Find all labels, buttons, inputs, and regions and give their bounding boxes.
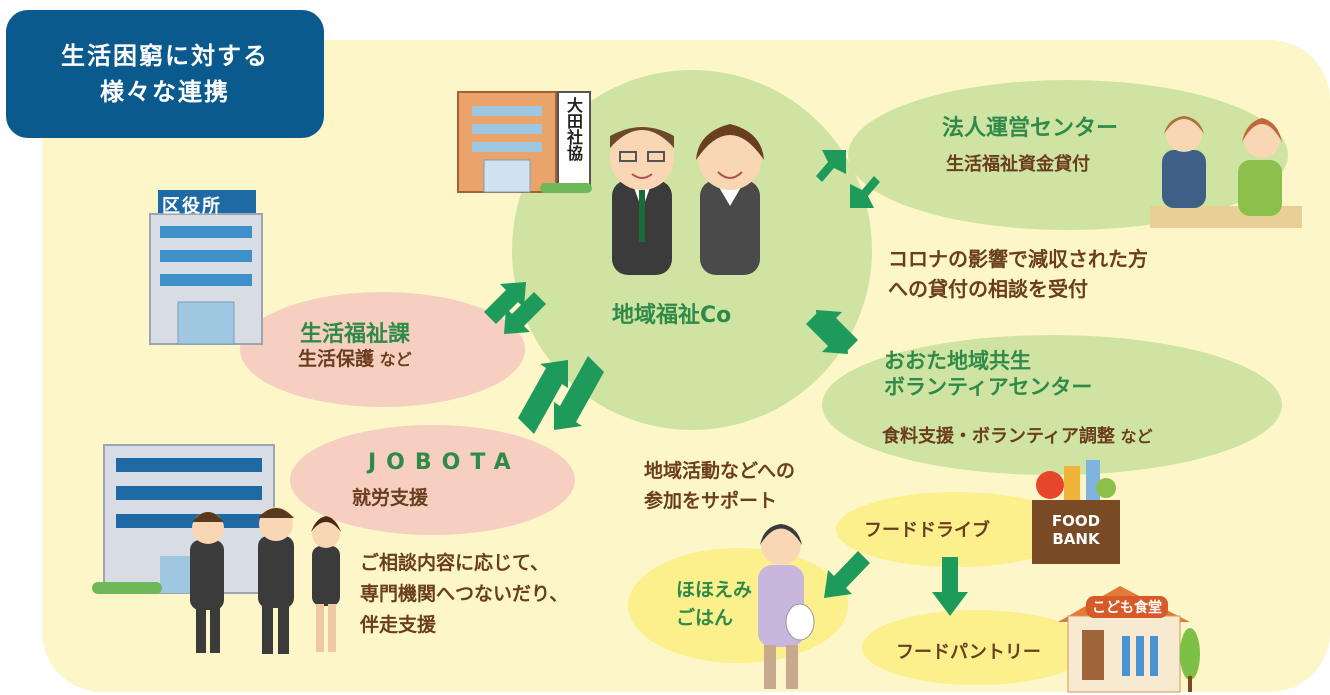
houjin-cloud [848, 80, 1288, 230]
chiiki-note-line-2: 参加をサポート [644, 490, 778, 512]
food-pantry-cloud [862, 610, 1092, 685]
shakyo-building-icon [457, 91, 592, 193]
chiiki-note: 地域活動などへの 参加をサポート [644, 456, 795, 516]
office-building-icon [92, 444, 275, 594]
shakyo-label: 大田社協 [564, 97, 583, 161]
volunteer-title-line-2: ボランティアセンター [884, 375, 1093, 399]
seikatsu-desc-main: 生活保護 [298, 348, 375, 370]
food-bank-line-1: FOOD [1051, 512, 1101, 530]
soudan-note: ご相談内容に応じて、 専門機関へつないだり、 伴走支援 [360, 548, 568, 641]
food-drive-label: フードドライブ [864, 520, 990, 541]
chiiki-note-line-1: 地域活動などへの [644, 460, 796, 482]
jobota-desc: 就労支援 [352, 487, 429, 509]
hohoemi-cloud [628, 548, 848, 663]
jobota-title: JOBOTA [368, 450, 521, 475]
seikatsu-desc: 生活保護 など [298, 344, 412, 371]
hohoemi-line-2: ごはん [676, 607, 734, 629]
center-label: 地域福祉Co [612, 303, 732, 328]
connection-arrows [484, 150, 968, 616]
hohoemi-label: ほほえみ ごはん [676, 576, 752, 632]
seikatsu-title: 生活福祉課 [300, 322, 411, 347]
woman-shopping-icon [758, 524, 815, 689]
food-bank-label: FOOD BANK [1032, 512, 1120, 548]
city-hall-label: 区役所 [162, 196, 222, 217]
houjin-desc: 生活福祉資金貸付 [946, 154, 1090, 175]
corona-note-line-1: コロナの影響で減収された方 [888, 247, 1148, 271]
corona-note: コロナの影響で減収された方 への貸付の相談を受付 [888, 244, 1148, 304]
volunteer-desc-suffix: など [1114, 427, 1153, 446]
volunteer-desc-main: 食料支援・ボランティア調整 [882, 426, 1115, 447]
corona-note-line-2: への貸付の相談を受付 [888, 277, 1088, 301]
kodomo-shokudo-sign: こども食堂 [1086, 596, 1168, 618]
center-people-icon [610, 124, 764, 275]
consultation-people-icon [190, 507, 341, 654]
title-line-2: 様々な連携 [100, 78, 230, 106]
soudan-note-line-1: ご相談内容に応じて、 [360, 552, 550, 574]
office-women-icon [1150, 116, 1302, 228]
food-bank-line-2: BANK [1052, 530, 1100, 548]
food-pantry-label: フードパントリー [896, 642, 1041, 663]
seikatsu-desc-suffix: など [374, 350, 412, 369]
volunteer-cloud [822, 335, 1282, 475]
volunteer-desc: 食料支援・ボランティア調整 など [882, 422, 1153, 448]
city-hall-building-icon [149, 190, 263, 345]
houjin-title: 法人運営センター [942, 116, 1119, 141]
soudan-note-line-2: 専門機関へつないだり、 [360, 583, 569, 605]
volunteer-title: おおた地域共生 ボランティアセンター [884, 348, 1092, 400]
title-line-1: 生活困窮に対する [61, 42, 269, 70]
food-bank-box-icon [1032, 460, 1120, 564]
volunteer-title-line-1: おおた地域共生 [884, 349, 1031, 373]
jobota-cloud [290, 425, 575, 535]
soudan-note-line-3: 伴走支援 [360, 614, 437, 636]
hohoemi-line-1: ほほえみ [676, 579, 753, 601]
diagram-title: 生活困窮に対する 様々な連携 [6, 10, 324, 138]
seikatsu-cloud [240, 292, 525, 407]
